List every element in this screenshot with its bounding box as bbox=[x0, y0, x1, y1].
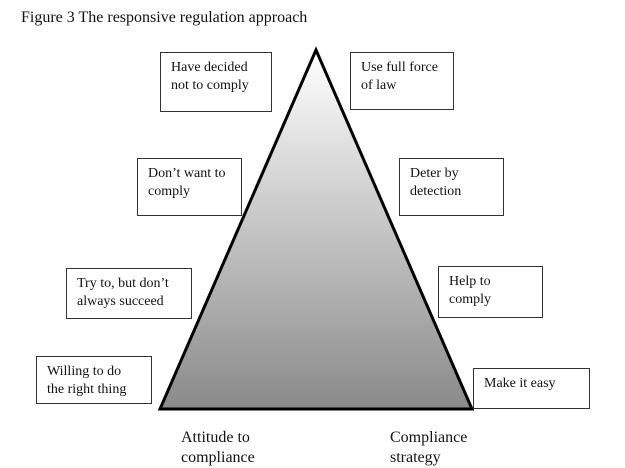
attitude-box-try-but-dont-succeed: Try to, but don’t always succeed bbox=[66, 268, 192, 319]
figure-title: Figure 3 The responsive regulation appro… bbox=[21, 9, 308, 26]
attitude-box-willing-to-do-right: Willing to do the right thing bbox=[36, 356, 152, 404]
strategy-axis-label: Compliance strategy bbox=[390, 429, 468, 466]
strategy-box-full-force-of-law: Use full force of law bbox=[350, 52, 454, 110]
strategy-box-make-it-easy: Make it easy bbox=[473, 368, 590, 409]
attitude-box-decided-not-to-comply: Have decided not to comply bbox=[160, 52, 272, 112]
attitude-axis-label: Attitude to compliance bbox=[181, 429, 255, 466]
strategy-box-deter-by-detection: Deter by detection bbox=[399, 158, 504, 216]
pyramid-triangle bbox=[157, 46, 475, 411]
attitude-box-dont-want-to-comply: Don’t want to comply bbox=[137, 158, 242, 216]
strategy-box-help-to-comply: Help to comply bbox=[438, 266, 543, 318]
